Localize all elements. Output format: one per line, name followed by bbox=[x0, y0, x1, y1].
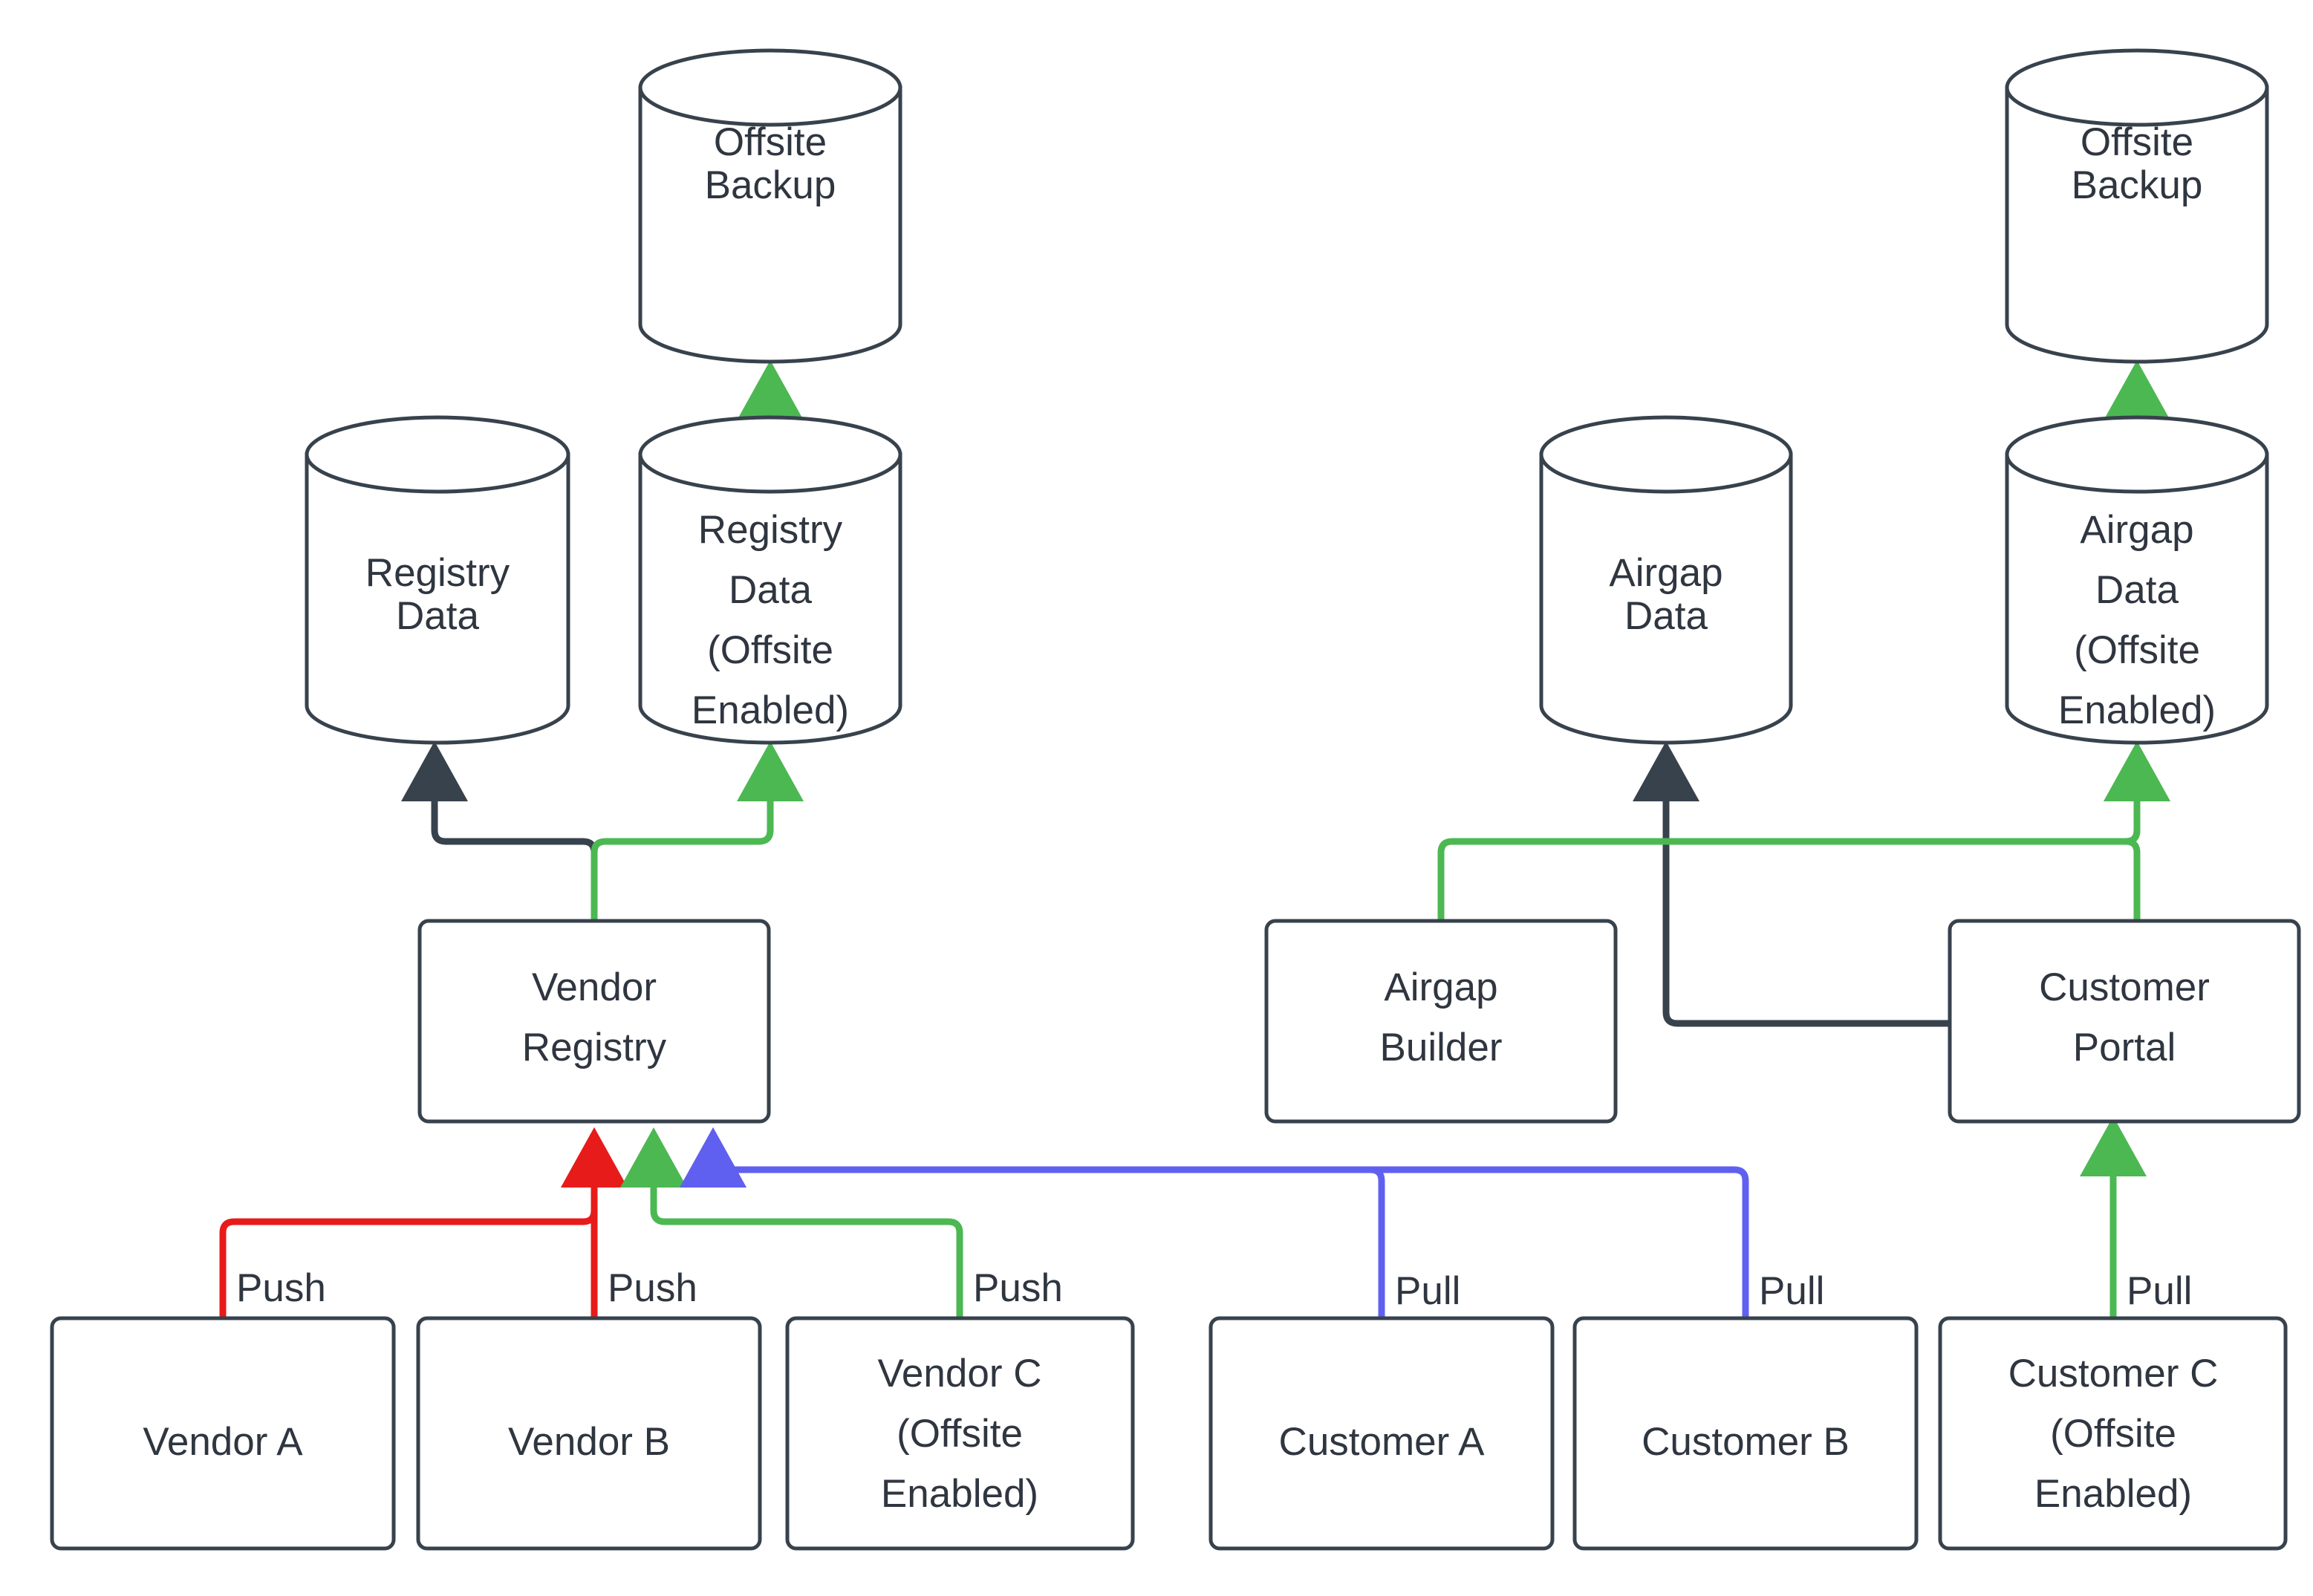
node-label: Registry bbox=[698, 508, 843, 552]
node-registry-data[interactable]: Registry Registry Data bbox=[305, 415, 570, 745]
node-label: Data bbox=[396, 594, 479, 638]
node-label: Customer A bbox=[1279, 1420, 1486, 1464]
node-label: Customer C bbox=[2008, 1352, 2219, 1395]
edge-customer-portal-to-airgap-data bbox=[1633, 741, 1961, 1027]
node-label: Builder bbox=[1380, 1026, 1503, 1069]
node-label: Enabled) bbox=[2034, 1472, 2192, 1516]
edge-vendor-c-push bbox=[620, 1127, 963, 1318]
node-label: (Offsite bbox=[2050, 1412, 2176, 1456]
node-label: Offsite bbox=[714, 120, 827, 164]
node-label: Backup bbox=[2072, 163, 2203, 207]
edge-customer-portal-to-airgap-data-offsite bbox=[2104, 741, 2170, 921]
edge-vendor-registry-to-registry-data-offsite bbox=[591, 741, 804, 921]
edge-airgap-builder-to-airgap-data-offsite bbox=[1437, 741, 2170, 921]
node-customer-portal[interactable]: Customer Portal bbox=[1948, 919, 2301, 1124]
node-airgap-data[interactable]: Airgap Data bbox=[1539, 415, 1793, 745]
node-airgap-builder[interactable]: Airgap Builder bbox=[1264, 919, 1618, 1124]
node-vendor-registry[interactable]: Vendor Registry bbox=[417, 919, 771, 1124]
node-label: Customer B bbox=[1642, 1420, 1850, 1464]
edge-label-customer-a-pull: Pull bbox=[1395, 1269, 1460, 1313]
node-label: (Offsite bbox=[897, 1412, 1023, 1456]
node-label: Enabled) bbox=[692, 688, 849, 732]
edge-label-vendor-b-push: Push bbox=[608, 1266, 697, 1310]
edge-label-customer-c-pull: Pull bbox=[2127, 1269, 2192, 1313]
node-label: Vendor A bbox=[143, 1420, 303, 1464]
node-vendor-a[interactable]: Vendor A bbox=[50, 1316, 396, 1551]
node-customer-a[interactable]: Customer A bbox=[1208, 1316, 1555, 1551]
edge-label-vendor-c-push: Push bbox=[973, 1266, 1063, 1310]
node-vendor-b[interactable]: Vendor B bbox=[416, 1316, 762, 1551]
node-label: Vendor bbox=[532, 965, 657, 1009]
edge-customer-b-pull bbox=[680, 1127, 1749, 1318]
node-airgap-data-offsite[interactable]: Airgap Data (Offsite Enabled) bbox=[2005, 415, 2269, 745]
node-label: Airgap bbox=[1609, 551, 1722, 595]
node-registry-data-offsite[interactable]: Registry Data (Offsite Enabled) bbox=[638, 415, 902, 745]
node-label: Vendor B bbox=[508, 1420, 670, 1464]
node-label: (Offsite bbox=[2074, 628, 2200, 672]
node-label: Airgap bbox=[2080, 508, 2193, 552]
node-label: Offsite bbox=[2081, 120, 2193, 164]
node-label: Customer bbox=[2039, 965, 2210, 1009]
node-label: Backup bbox=[705, 163, 836, 207]
edge-vendor-registry-to-registry-data bbox=[401, 741, 598, 921]
node-label: Enabled) bbox=[2058, 688, 2216, 732]
node-customer-b[interactable]: Customer B bbox=[1572, 1316, 1919, 1551]
node-label: Data bbox=[2095, 568, 2179, 612]
node-label: Enabled) bbox=[881, 1472, 1038, 1516]
node-label: Data bbox=[729, 568, 812, 612]
node-offsite-backup-left[interactable]: Offsite Backup bbox=[638, 48, 902, 364]
node-label: Airgap bbox=[1384, 965, 1497, 1009]
edge-label-vendor-a-push: Push bbox=[236, 1266, 326, 1310]
node-label: Registry bbox=[522, 1026, 667, 1069]
node-label: Data bbox=[1624, 594, 1708, 638]
node-label: Vendor C bbox=[878, 1352, 1042, 1395]
edge-label-customer-b-pull: Pull bbox=[1759, 1269, 1824, 1313]
node-vendor-c[interactable]: Vendor C (Offsite Enabled) bbox=[785, 1316, 1135, 1551]
node-customer-c[interactable]: Customer C (Offsite Enabled) bbox=[1938, 1316, 2288, 1551]
node-label: Registry bbox=[365, 551, 510, 595]
node-label: (Offsite bbox=[707, 628, 833, 672]
node-offsite-backup-right[interactable]: Offsite Backup bbox=[2005, 48, 2269, 364]
node-label: Portal bbox=[2073, 1026, 2176, 1069]
